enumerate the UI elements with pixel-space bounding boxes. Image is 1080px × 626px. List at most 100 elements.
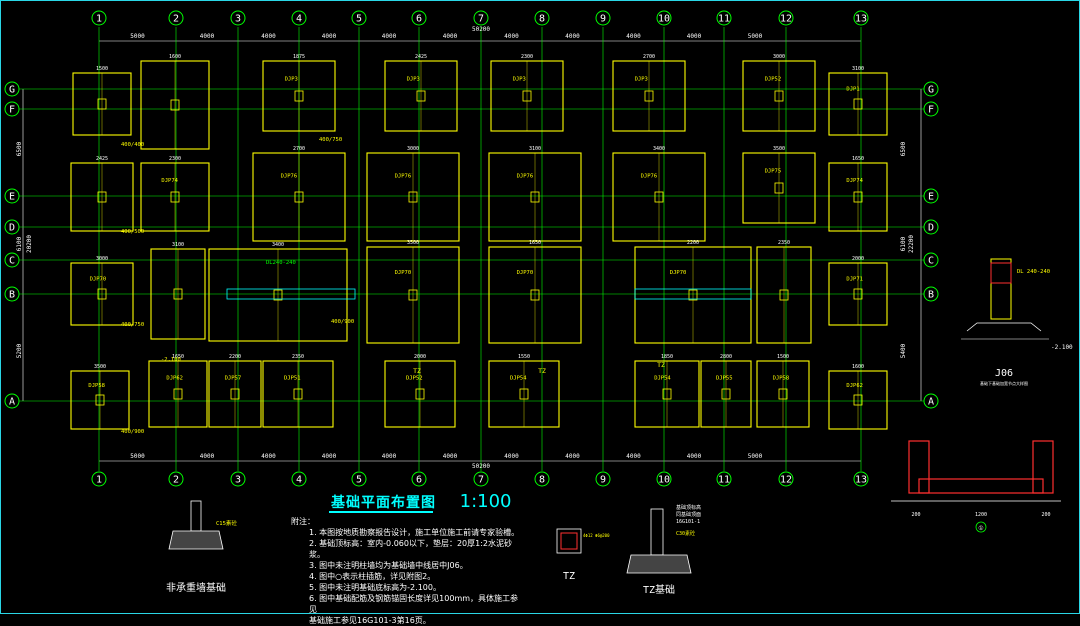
axis-bubble-col xyxy=(168,10,184,26)
dim-top-span: 4000 xyxy=(504,33,519,40)
ground-beam xyxy=(634,288,752,300)
beam-detail-dim: 1200 xyxy=(975,512,987,518)
axis-bubble-row xyxy=(923,252,939,268)
footing-label: DJP52 xyxy=(765,77,782,83)
tz-tag: TZ xyxy=(413,367,421,375)
j06-title: J06 xyxy=(995,368,1013,379)
beam-detail-dim: 200 xyxy=(1041,512,1050,518)
footing-dim-top: 3000 xyxy=(407,146,419,152)
axis-label-row: A xyxy=(9,397,15,408)
axis-bubble-row xyxy=(923,101,939,117)
dim-bottom-span: 5000 xyxy=(748,453,763,460)
footing-label: DJP54 xyxy=(510,375,527,381)
dim-top-span: 4000 xyxy=(443,33,458,40)
axis-label-row: E xyxy=(9,192,15,203)
footing-dim-top: 2700 xyxy=(293,146,305,152)
dim-bottom-span: 4000 xyxy=(261,453,276,460)
footing-label: DJP55 xyxy=(716,375,733,381)
note-item: 2. 基础顶标高：室内-0.060以下，垫层：20厚1:2水泥砂浆。 xyxy=(309,539,513,559)
axis-label-row: B xyxy=(9,290,15,301)
footing-label: DJP76 xyxy=(395,174,412,180)
footing-label: DJP51 xyxy=(284,375,301,381)
note-item: 5. 图中未注明基础底标高为-2.100。 xyxy=(309,583,441,592)
dim-top-span: 4000 xyxy=(687,33,702,40)
tz-section-rebar xyxy=(560,532,578,550)
footing-callout: 400/500 xyxy=(121,229,144,235)
notes-block: 附注： 1. 本图按地质勘察报告设计，施工单位施工前请专家验槽。 2. 基础顶标… xyxy=(291,516,526,626)
axis-bubble-col xyxy=(778,471,794,487)
footing-label: DJP70 xyxy=(395,270,412,276)
axis-label-col: 2 xyxy=(173,475,179,486)
dim-top-span: 4000 xyxy=(261,33,276,40)
dim-right-span: 6500 xyxy=(900,141,907,156)
axis-bubble-col xyxy=(91,10,107,26)
dim-top-span: 5000 xyxy=(130,33,145,40)
dim-bottom-span: 4000 xyxy=(443,453,458,460)
tz-section-title: TZ xyxy=(563,571,575,582)
axis-label-col: 9 xyxy=(600,475,606,486)
axis-bubble-col xyxy=(534,10,550,26)
footing-label: DJP74 xyxy=(161,178,178,184)
dim-right-span: 6100 xyxy=(900,236,907,251)
dim-top-span: 4000 xyxy=(322,33,337,40)
axis-bubble-row xyxy=(4,101,20,117)
footing-dim-top: 2350 xyxy=(778,240,790,246)
dim-bottom-total: 50200 xyxy=(472,463,490,470)
axis-bubble-row xyxy=(923,81,939,97)
axis-label-row: E xyxy=(928,192,934,203)
footing-dim-top: 1875 xyxy=(293,54,305,60)
axis-label-col: 4 xyxy=(296,475,302,486)
axis-bubble-col xyxy=(595,471,611,487)
axis-label-col: 8 xyxy=(539,14,545,25)
axis-label-row: A xyxy=(928,397,934,408)
axis-bubble-col xyxy=(853,10,869,26)
footing-dim-top: 3500 xyxy=(773,146,785,152)
footing-dim-top: 1850 xyxy=(661,354,673,360)
tz-base-title: TZ基础 xyxy=(643,583,675,596)
footing-label: DJP1 xyxy=(846,86,859,92)
footing-label: DJP58 xyxy=(88,383,105,389)
axis-label-col: 2 xyxy=(173,14,179,25)
axis-bubble-col xyxy=(473,10,489,26)
footing-callout: -2.100 xyxy=(161,357,181,363)
footing-callout: 400/900 xyxy=(331,319,354,325)
footing-label: DJP62 xyxy=(846,383,863,389)
axis-label-col: 3 xyxy=(235,475,241,486)
footing-dim-top: 3000 xyxy=(773,54,785,60)
footing-dim-top: 1650 xyxy=(529,240,541,246)
dim-top-total: 50200 xyxy=(472,26,490,33)
j06-wall xyxy=(990,258,1012,320)
axis-label-col: 4 xyxy=(296,14,302,25)
dim-top-span: 4000 xyxy=(565,33,580,40)
tz-base-note: 基础顶标高 xyxy=(676,504,701,511)
footing-label: DJP70 xyxy=(90,276,107,282)
dim-top-span: 4000 xyxy=(626,33,641,40)
footing-dim-top: 2425 xyxy=(415,54,427,60)
axis-bubble-row xyxy=(4,219,20,235)
tz-section-note: 4Φ12 Φ6@200 xyxy=(583,533,610,538)
footing-dim-top: 3500 xyxy=(407,240,419,246)
footing-dim-top: 2200 xyxy=(687,240,699,246)
axis-label-col: 10 xyxy=(658,475,670,486)
axis-label-col: 12 xyxy=(780,475,792,486)
tz-base-footing xyxy=(626,554,692,574)
footing-dim-top: 3500 xyxy=(94,364,106,370)
axis-bubble-row xyxy=(4,393,20,409)
dim-bottom-span: 5000 xyxy=(130,453,145,460)
tz-base-column xyxy=(650,508,664,556)
axis-label-col: 12 xyxy=(780,14,792,25)
axis-label-col: 1 xyxy=(96,14,102,25)
footing-label: DJP3 xyxy=(407,77,420,83)
title-main: 基础平面布置图 xyxy=(331,495,436,511)
footing-dim-top: 2425 xyxy=(96,156,108,162)
dim-bottom-span: 4000 xyxy=(626,453,641,460)
tz-tag: TZ xyxy=(657,361,665,369)
footing-label: DJP3 xyxy=(285,77,298,83)
axis-label-col: 11 xyxy=(718,14,730,25)
footing-dim-top: 1600 xyxy=(169,54,181,60)
axis-label-col: 3 xyxy=(235,14,241,25)
beam-detail-dim: 200 xyxy=(911,512,920,518)
footing-dim-top: 3100 xyxy=(529,146,541,152)
axis-label-col: 9 xyxy=(600,14,606,25)
